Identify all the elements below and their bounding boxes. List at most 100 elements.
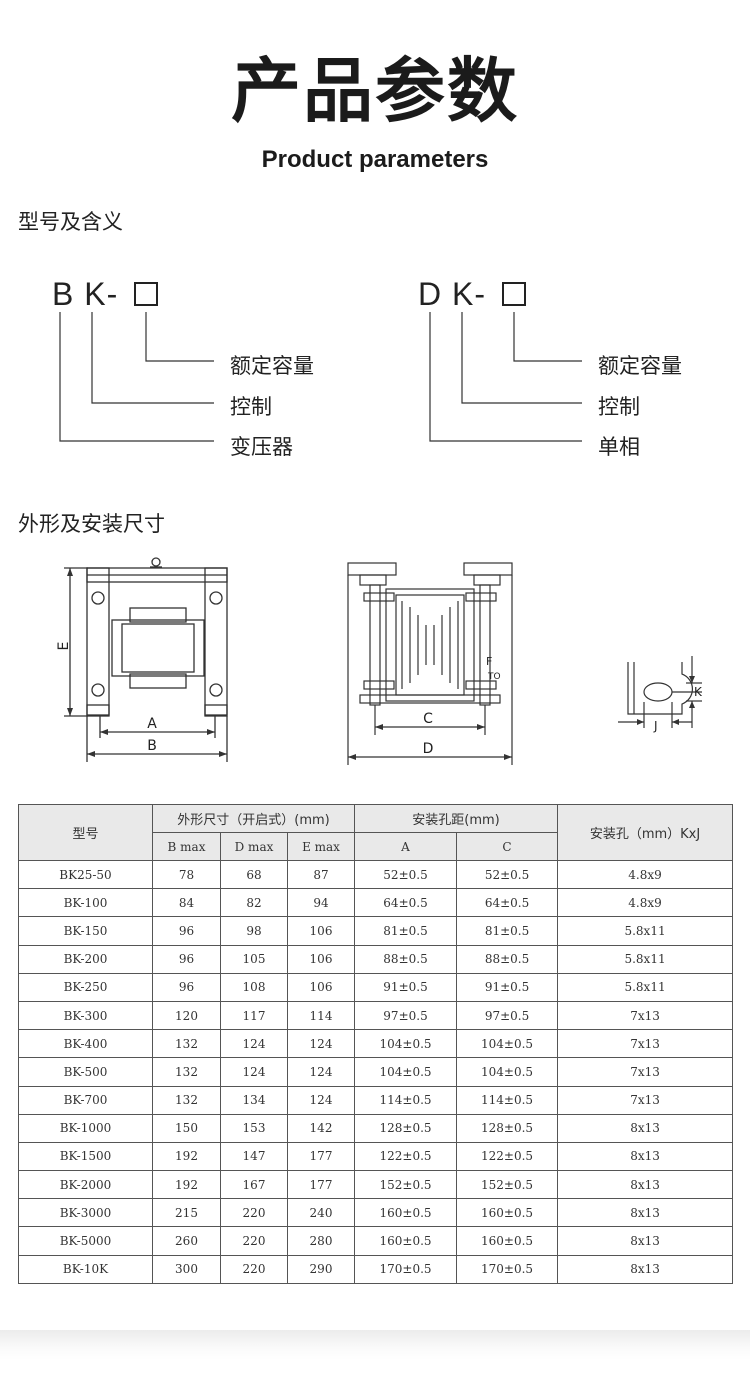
label-b: B [147, 738, 157, 754]
cell-mount-hole: 7x13 [557, 1057, 734, 1087]
dimension-section-heading: 外形及安装尺寸 [18, 512, 165, 536]
cell-c: 97±0.5 [456, 1000, 559, 1031]
cell-b-max: 132 [152, 1029, 221, 1059]
cell-e-max: 177 [286, 1141, 356, 1172]
cell-b-max: 132 [152, 1057, 221, 1087]
cell-e-max: 114 [286, 1000, 356, 1031]
cell-d-max: 134 [220, 1085, 288, 1115]
page-subtitle: Product parameters [261, 146, 489, 173]
label-a: A [147, 716, 157, 732]
cell-c: 152±0.5 [456, 1170, 559, 1200]
cell-model: BK-1500 [18, 1141, 153, 1172]
cell-e-max: 124 [286, 1085, 356, 1115]
cell-d-max: 108 [220, 972, 288, 1002]
cell-mount-hole: 4.8x9 [557, 888, 734, 918]
cell-d-max: 124 [220, 1057, 288, 1087]
cell-model: BK-10K [18, 1254, 153, 1284]
cell-a: 81±0.5 [354, 916, 458, 946]
cell-d-max: 117 [220, 1000, 288, 1031]
cell-d-max: 105 [220, 944, 288, 974]
side-view-drawing: F TO C D [347, 562, 513, 765]
cell-a: 91±0.5 [354, 972, 458, 1002]
model-code-left: B K- [52, 276, 119, 312]
cell-d-max: 147 [220, 1141, 288, 1172]
cell-e-max: 124 [286, 1057, 356, 1087]
legend-right-control: 控制 [598, 395, 640, 419]
cell-b-max: 192 [152, 1141, 221, 1172]
cell-model: BK-250 [18, 972, 153, 1002]
cell-model: BK25-50 [18, 859, 153, 890]
cell-a: 160±0.5 [354, 1226, 458, 1256]
cell-b-max: 215 [152, 1198, 221, 1228]
col-header-hole-spacing: 安装孔距(mm) [354, 804, 559, 833]
cell-e-max: 106 [286, 944, 356, 974]
cell-model: BK-3000 [18, 1198, 153, 1228]
cell-mount-hole: 8x13 [557, 1170, 734, 1200]
cell-b-max: 96 [152, 916, 221, 946]
col-header-d-max: D max [220, 832, 288, 861]
cell-mount-hole: 7x13 [557, 1000, 734, 1031]
cell-b-max: 300 [152, 1254, 221, 1284]
cell-c: 122±0.5 [456, 1141, 559, 1172]
cell-a: 104±0.5 [354, 1057, 458, 1087]
cell-c: 64±0.5 [456, 888, 559, 918]
cell-a: 128±0.5 [354, 1113, 458, 1143]
cell-b-max: 260 [152, 1226, 221, 1256]
col-header-mount-hole: 安装孔（mm）KxJ [557, 804, 734, 861]
cell-c: 170±0.5 [456, 1254, 559, 1284]
cell-c: 114±0.5 [456, 1085, 559, 1115]
label-terminal-to: TO [487, 672, 501, 682]
cell-mount-hole: 8x13 [557, 1226, 734, 1256]
cell-d-max: 167 [220, 1170, 288, 1200]
cell-b-max: 84 [152, 888, 221, 918]
model-code-box-left [134, 282, 158, 306]
cell-mount-hole: 7x13 [557, 1085, 734, 1115]
cell-e-max: 87 [286, 859, 356, 890]
cell-b-max: 96 [152, 972, 221, 1002]
col-header-b-max: B max [152, 832, 221, 861]
col-header-a: A [354, 832, 458, 861]
cell-d-max: 153 [220, 1113, 288, 1143]
cell-model: BK-5000 [18, 1226, 153, 1256]
cell-c: 52±0.5 [456, 859, 559, 890]
cell-d-max: 82 [220, 888, 288, 918]
cell-b-max: 192 [152, 1170, 221, 1200]
cell-mount-hole: 5.8x11 [557, 916, 734, 946]
cell-a: 104±0.5 [354, 1029, 458, 1059]
cell-model: BK-700 [18, 1085, 153, 1115]
cell-e-max: 106 [286, 972, 356, 1002]
col-header-size: 外形尺寸（开启式）(mm) [151, 804, 356, 833]
cell-e-max: 177 [286, 1170, 356, 1200]
cell-e-max: 94 [286, 888, 356, 918]
spec-table: 型号 外形尺寸（开启式）(mm) 安装孔距(mm) 安装孔（mm）KxJ B m… [18, 804, 734, 1284]
cell-a: 114±0.5 [354, 1085, 458, 1115]
cell-d-max: 220 [220, 1226, 288, 1256]
cell-a: 97±0.5 [354, 1000, 458, 1031]
cell-mount-hole: 8x13 [557, 1198, 734, 1228]
cell-a: 170±0.5 [354, 1254, 458, 1284]
cell-mount-hole: 5.8x11 [557, 944, 734, 974]
cell-b-max: 150 [152, 1113, 221, 1143]
legend-right-capacity: 额定容量 [598, 354, 682, 378]
cell-d-max: 220 [220, 1254, 288, 1284]
cell-d-max: 98 [220, 916, 288, 946]
col-header-c: C [456, 832, 559, 861]
cell-mount-hole: 4.8x9 [557, 859, 734, 890]
cell-c: 104±0.5 [456, 1029, 559, 1059]
label-e: E [56, 642, 72, 651]
cell-e-max: 106 [286, 916, 356, 946]
cell-b-max: 120 [152, 1000, 221, 1031]
legend-right-single-phase: 单相 [598, 435, 640, 459]
page-title: 产品参数 [231, 50, 519, 132]
label-c: C [423, 711, 433, 727]
cell-model: BK-300 [18, 1000, 153, 1031]
